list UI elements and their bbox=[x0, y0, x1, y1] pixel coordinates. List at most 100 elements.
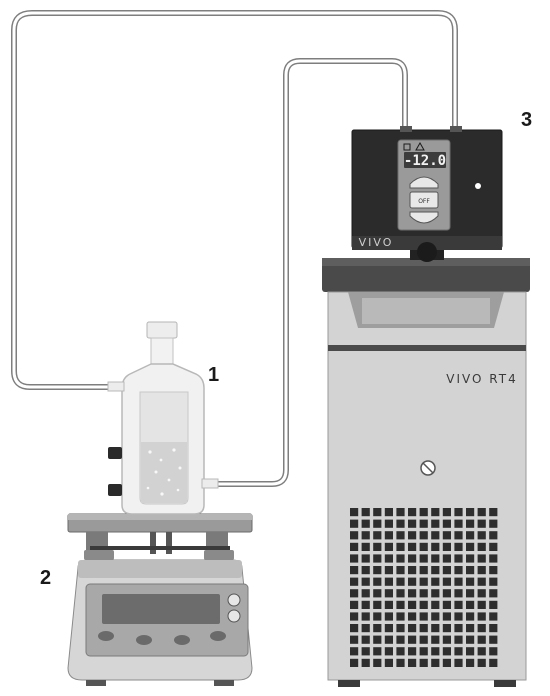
controller-down-button[interactable] bbox=[409, 211, 439, 224]
vent-slot bbox=[454, 600, 463, 609]
vent-slot bbox=[431, 508, 440, 517]
flask-valve-bottom[interactable] bbox=[108, 484, 122, 496]
vent-slot bbox=[396, 600, 405, 609]
vent-slot bbox=[442, 531, 451, 540]
stirrer-knob-3[interactable] bbox=[174, 635, 190, 645]
vent-slot bbox=[419, 612, 428, 621]
vent-slot bbox=[350, 635, 359, 644]
vent-slot bbox=[396, 531, 405, 540]
controller-up-button[interactable] bbox=[409, 176, 439, 189]
stirrer-knob-4[interactable] bbox=[210, 631, 226, 641]
vent-slot bbox=[419, 531, 428, 540]
vent-slot bbox=[396, 612, 405, 621]
vent-slot bbox=[419, 566, 428, 575]
vent-slot bbox=[442, 577, 451, 586]
vent-slot bbox=[442, 600, 451, 609]
vent-slot bbox=[373, 658, 382, 667]
vent-slot bbox=[361, 508, 370, 517]
vent-slot bbox=[384, 635, 393, 644]
vent-slot bbox=[489, 508, 498, 517]
vent-slot bbox=[350, 658, 359, 667]
vent-slot bbox=[466, 554, 475, 563]
vent-slot bbox=[489, 647, 498, 656]
vent-slot bbox=[466, 566, 475, 575]
vent-slot bbox=[431, 589, 440, 598]
stirrer-knob-2[interactable] bbox=[136, 635, 152, 645]
vent-slot bbox=[396, 508, 405, 517]
magnetic-stirrer bbox=[67, 513, 253, 686]
vent-slot bbox=[350, 600, 359, 609]
vent-slot bbox=[419, 542, 428, 551]
vent-slot bbox=[442, 566, 451, 575]
stirrer-down-button[interactable] bbox=[227, 609, 241, 623]
vent-slot bbox=[477, 531, 486, 540]
vent-slot bbox=[442, 589, 451, 598]
vent-slot bbox=[384, 531, 393, 540]
vent-slot bbox=[361, 635, 370, 644]
vent-slot bbox=[431, 566, 440, 575]
vent-slot bbox=[489, 566, 498, 575]
vent-slot bbox=[431, 612, 440, 621]
vent-slot bbox=[384, 542, 393, 551]
vent-slot bbox=[373, 612, 382, 621]
vent-slot bbox=[454, 566, 463, 575]
vent-slot bbox=[431, 577, 440, 586]
vent-slot bbox=[489, 542, 498, 551]
vent-slot bbox=[419, 624, 428, 633]
vent-slot bbox=[477, 554, 486, 563]
vent-slot bbox=[431, 600, 440, 609]
vent-slot bbox=[419, 589, 428, 598]
vent-slot bbox=[373, 566, 382, 575]
stirrer-up-button[interactable] bbox=[227, 593, 241, 607]
vent-slot bbox=[466, 635, 475, 644]
vent-slot bbox=[396, 554, 405, 563]
vent-slot bbox=[350, 508, 359, 517]
vent-slot bbox=[466, 577, 475, 586]
vent-slot bbox=[442, 554, 451, 563]
vent-slot bbox=[489, 612, 498, 621]
vent-slot bbox=[396, 542, 405, 551]
vent-slot bbox=[373, 577, 382, 586]
vent-slot bbox=[431, 635, 440, 644]
vent-slot bbox=[384, 647, 393, 656]
settings-icon bbox=[403, 143, 411, 151]
vent-slot bbox=[408, 531, 417, 540]
vent-slot bbox=[431, 531, 440, 540]
vent-slot bbox=[489, 519, 498, 528]
vent-slot bbox=[431, 658, 440, 667]
vent-slot bbox=[477, 624, 486, 633]
vent-slot bbox=[466, 612, 475, 621]
flask-valve-top[interactable] bbox=[108, 447, 122, 459]
vent-slot bbox=[466, 624, 475, 633]
controller-off-button[interactable] bbox=[409, 191, 439, 209]
vent-slot bbox=[489, 577, 498, 586]
vent-slot bbox=[454, 554, 463, 563]
vent-slot bbox=[350, 612, 359, 621]
vent-slot bbox=[466, 519, 475, 528]
vent-slot bbox=[384, 589, 393, 598]
vent-grille bbox=[350, 508, 498, 667]
vent-slot bbox=[373, 542, 382, 551]
vent-slot bbox=[408, 600, 417, 609]
vent-slot bbox=[419, 658, 428, 667]
vent-slot bbox=[454, 589, 463, 598]
vent-slot bbox=[477, 612, 486, 621]
vent-slot bbox=[373, 531, 382, 540]
vent-slot bbox=[431, 554, 440, 563]
controller-off-label: OFF bbox=[418, 198, 430, 205]
vent-slot bbox=[442, 542, 451, 551]
vent-slot bbox=[477, 542, 486, 551]
vent-slot bbox=[384, 554, 393, 563]
vent-slot bbox=[408, 589, 417, 598]
vent-slot bbox=[396, 658, 405, 667]
vent-slot bbox=[384, 612, 393, 621]
vent-slot bbox=[384, 624, 393, 633]
chiller-brand: VIVO RT4 bbox=[446, 372, 517, 386]
stirrer-knob-1[interactable] bbox=[98, 631, 114, 641]
vent-slot bbox=[466, 658, 475, 667]
vent-slot bbox=[477, 566, 486, 575]
vent-slot bbox=[442, 635, 451, 644]
controller-display bbox=[404, 152, 446, 168]
vent-slot bbox=[361, 600, 370, 609]
